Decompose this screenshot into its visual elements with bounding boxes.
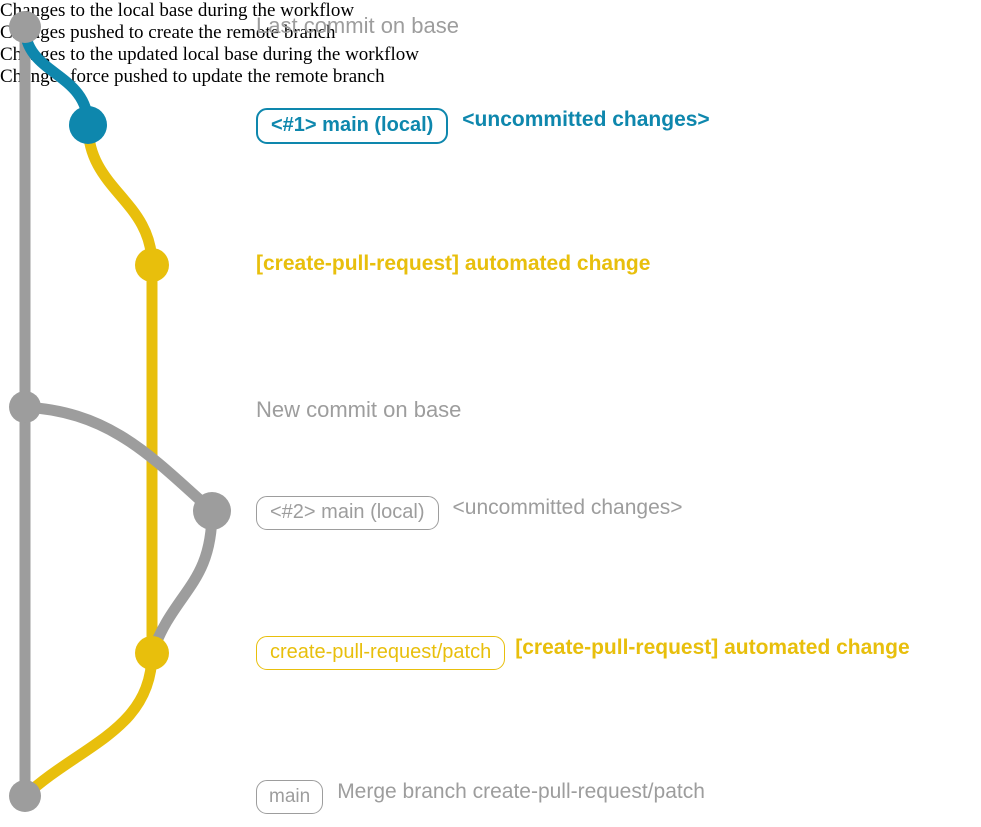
commit-subject-patch-2: [create-pull-request] automated change [515,636,910,659]
branch-badge-main-local-2[interactable]: <#2> main (local) [256,496,439,530]
node-local-2 [193,492,231,530]
commit-subject-merge: Merge branch create-pull-request/patch [337,780,705,803]
commit-row-patch-1: [create-pull-request] automated change [256,252,650,276]
branch-badge-main[interactable]: main [256,780,324,814]
commit-subject-patch-1: [create-pull-request] automated change [256,252,651,275]
commit-row-merge: main Merge branch create-pull-request/pa… [256,780,705,814]
commit-subject-local-2: <uncommitted changes> [452,496,683,519]
commit-note-patch-2: Changes force pushed to update the remot… [0,66,385,87]
node-base-merge [9,780,41,812]
commit-nodes [9,11,231,812]
commit-note-patch-1: Changes pushed to create the remote bran… [0,22,336,43]
edge-patch-from-local1 [82,119,158,271]
commit-row-base-new: New commit on base [256,398,461,422]
commit-row-local-2: <#2> main (local) <uncommitted changes> [256,496,683,530]
commit-note-local-2: Changes to the updated local base during… [0,44,419,65]
edge-patch2-to-merge [19,647,158,802]
node-local-1 [69,106,107,144]
commit-subject-base-new: New commit on base [256,397,462,422]
commit-row-local-1: <#1> main (local) <uncommitted changes> [256,108,710,144]
commit-subject-base-last: Last commit on base [256,13,459,38]
commit-subject-local-1: <uncommitted changes> [462,108,710,131]
edge-local2-branch-off [19,401,218,517]
branch-badge-create-pull-request-patch[interactable]: create-pull-request/patch [256,636,506,670]
node-base-last [9,11,41,43]
edge-local2-to-patch2 [146,505,218,659]
node-patch-1 [135,248,169,282]
commit-note-local-1: Changes to the local base during the wor… [0,0,355,21]
node-patch-2 [135,636,169,670]
branch-badge-main-local-1[interactable]: <#1> main (local) [256,108,449,144]
commit-row-base-last: Last commit on base [256,14,459,38]
commit-row-patch-2: create-pull-request/patch [create-pull-r… [256,636,910,670]
node-base-new [9,391,41,423]
